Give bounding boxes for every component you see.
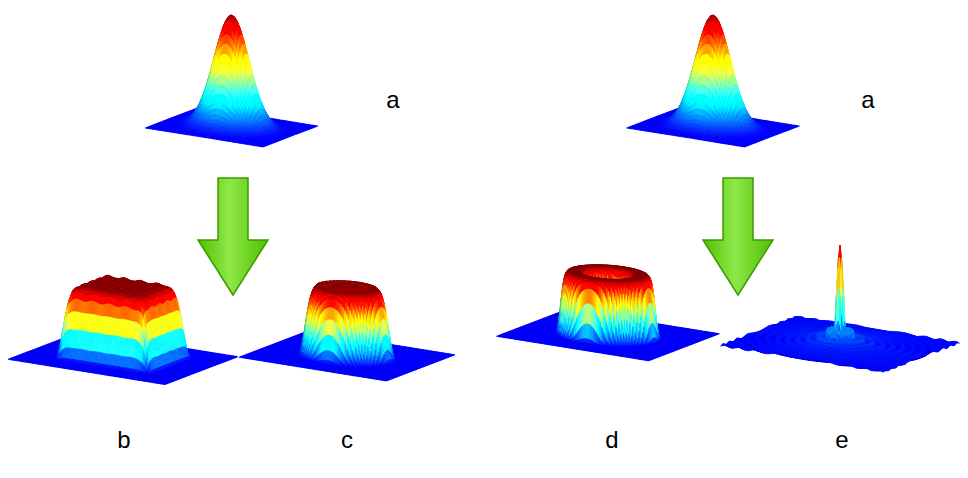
figure: aabcde [0, 0, 968, 478]
